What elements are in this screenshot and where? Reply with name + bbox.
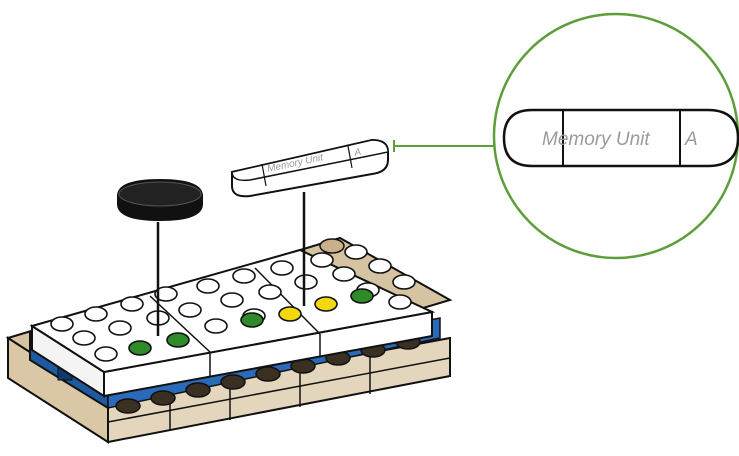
yellow-stud: [278, 306, 302, 322]
green-stud: [350, 288, 374, 304]
yellow-stud: [314, 296, 338, 312]
green-stud: [240, 312, 264, 328]
green-studs: [128, 288, 374, 356]
green-stud: [128, 340, 152, 356]
stud: [220, 374, 246, 390]
black-oval-tile: [117, 178, 203, 222]
base-stud-back: [319, 238, 345, 254]
yellow-studs: [278, 296, 338, 322]
connector-lines: [156, 192, 306, 336]
stud: [185, 382, 211, 398]
plate-label-suffix: A: [352, 147, 362, 159]
callout-label-main: Memory Unit: [542, 129, 650, 150]
magnifier-callout: Memory Unit A: [492, 12, 739, 260]
stud: [255, 366, 281, 382]
memory-unit-tile: Memory Unit A: [231, 138, 389, 198]
leader-line: [393, 140, 494, 152]
stud: [150, 390, 176, 406]
green-stud: [166, 332, 190, 348]
callout-label-suffix: A: [684, 129, 698, 150]
white-brick-stack: [29, 248, 436, 398]
stud: [115, 398, 141, 414]
